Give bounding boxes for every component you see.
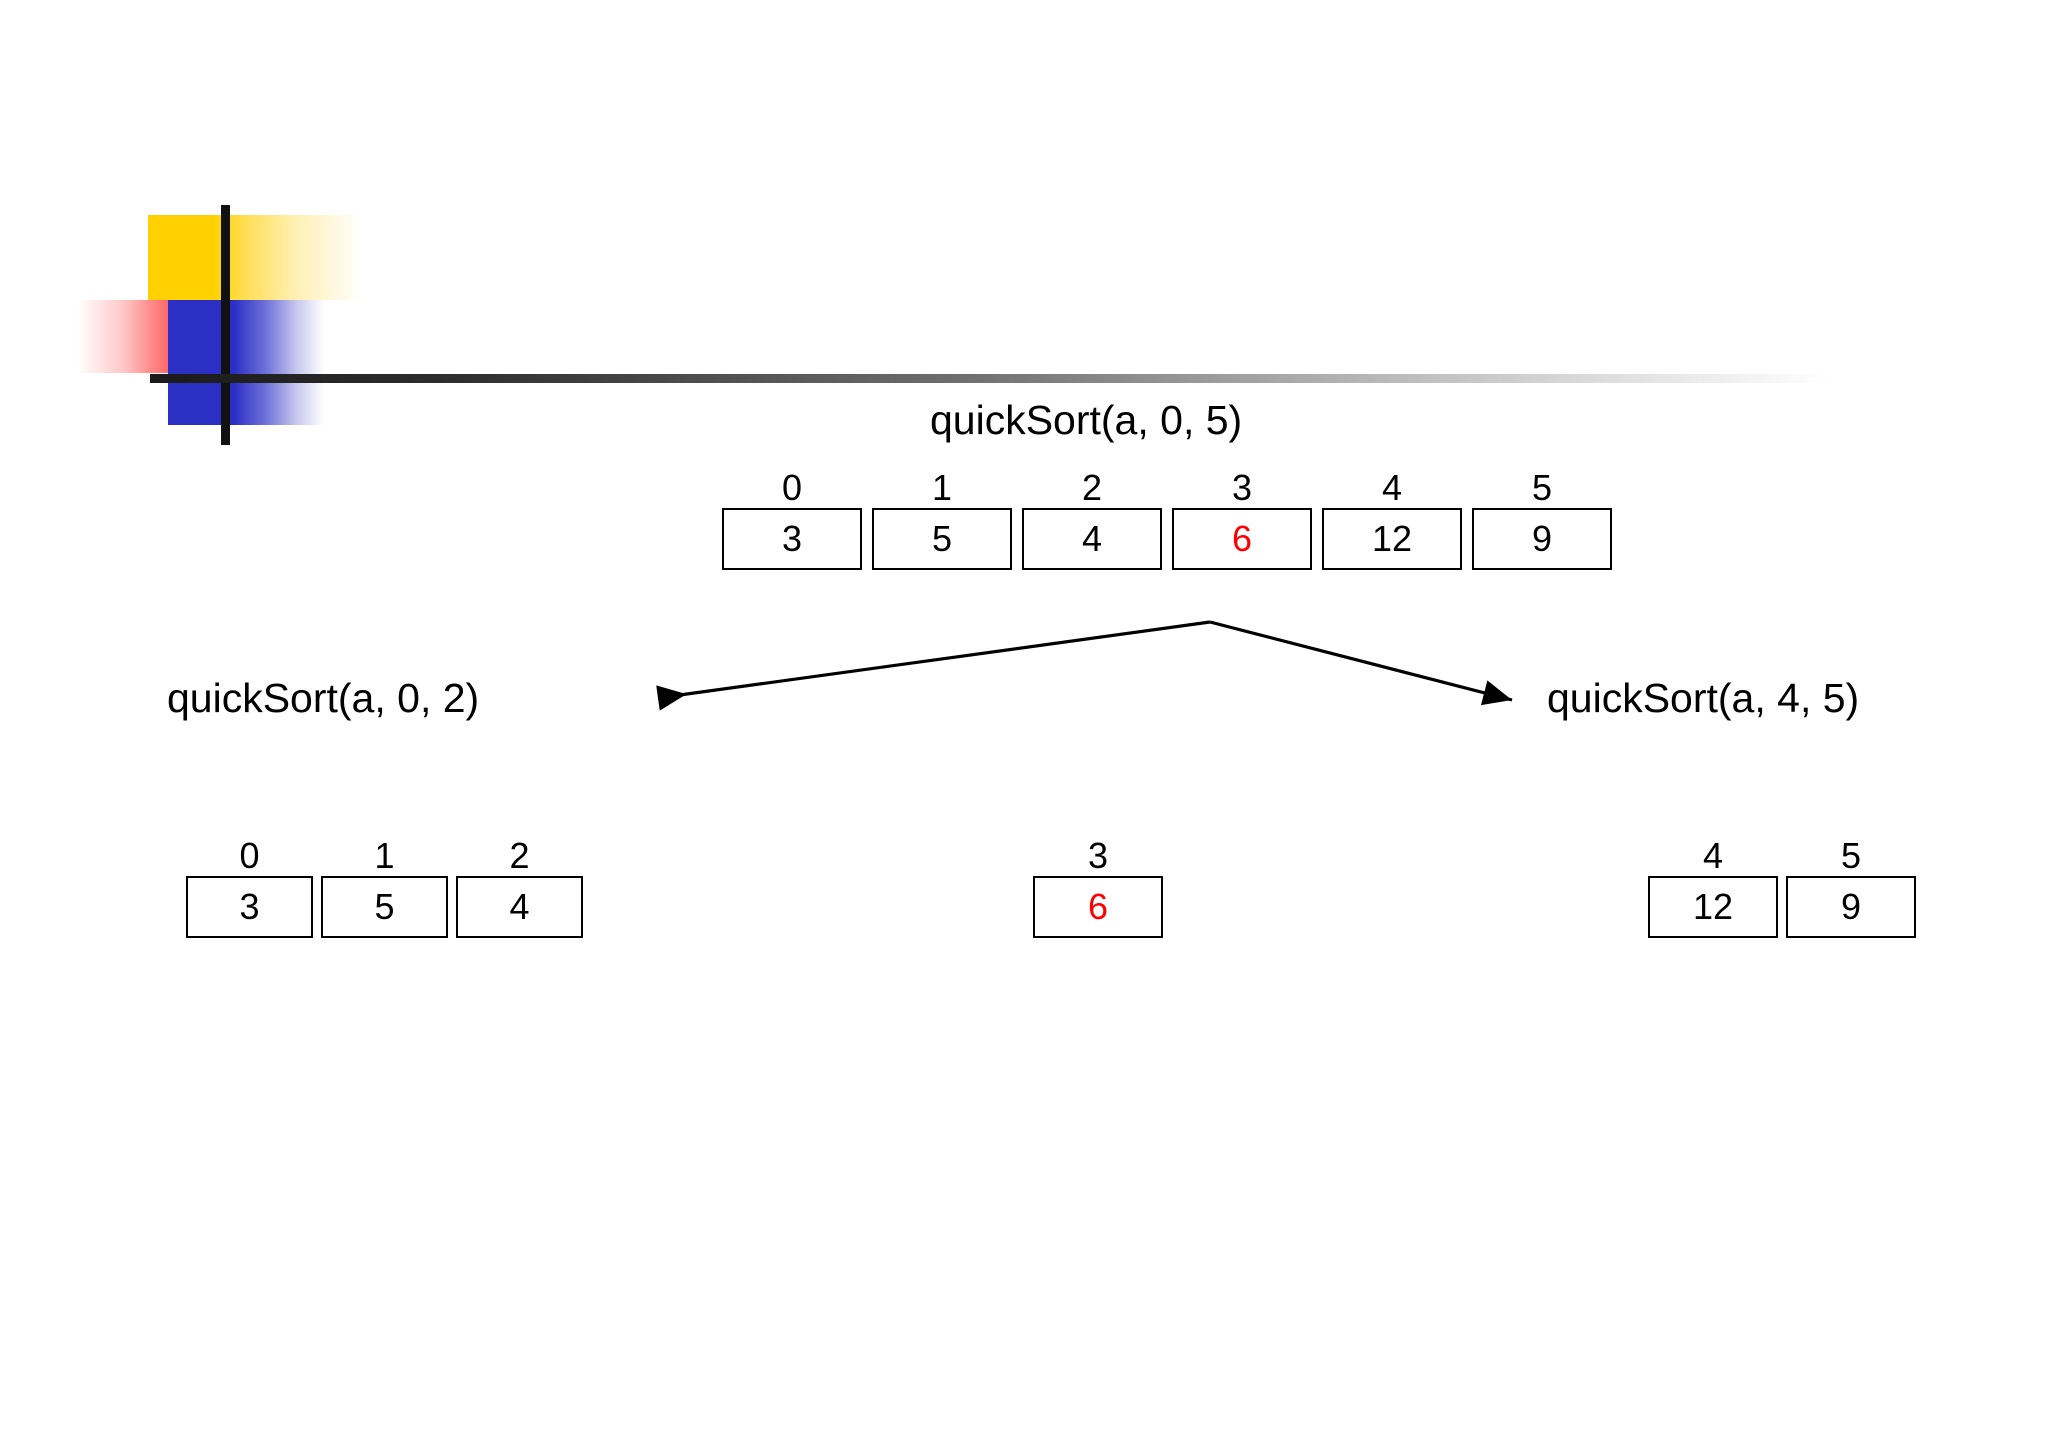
logo-red-gradient [78,300,208,373]
root-call-label: quickSort(a, 0, 5) [930,397,1243,443]
array-cell-value: 9 [1472,508,1612,570]
array-cell-index: 5 [1531,467,1553,508]
logo-yellow-gradient [213,215,363,300]
array-cell-value: 3 [186,876,313,938]
logo-horizontal-rule [150,374,1830,383]
array-cell-value: 12 [1322,508,1462,570]
array-cell-index: 1 [374,835,395,876]
logo-blue-gradient [234,300,324,425]
array-cell-index: 0 [239,835,260,876]
array-cell-value: 9 [1786,876,1916,938]
array-cell-value: 12 [1648,876,1778,938]
arrow-to-left-subcall [656,620,1211,711]
branch-arrows [600,600,1580,730]
array-cell-value: 4 [1022,508,1162,570]
logo-vertical-bar-icon [221,205,230,445]
array-cell-value: 4 [456,876,583,938]
array-cell-index: 2 [509,835,530,876]
array-cell-value: 3 [722,508,862,570]
array-cell-index: 0 [781,467,803,508]
array-cell-index: 4 [1381,467,1403,508]
array-cell-index: 5 [1840,835,1862,876]
logo-yellow-square [148,215,213,300]
array-cell-value-pivot: 6 [1033,876,1163,938]
array-cell-index: 3 [1087,835,1109,876]
left-call-label: quickSort(a, 0, 2) [167,675,480,721]
right-call-label: quickSort(a, 4, 5) [1547,675,1860,721]
array-cell-value-pivot: 6 [1172,508,1312,570]
array-cell-value: 5 [321,876,448,938]
array-cell-value: 5 [872,508,1012,570]
array-cell-index: 3 [1231,467,1253,508]
array-cell-index: 1 [931,467,953,508]
logo-blue-square [168,300,234,425]
array-cell-index: 2 [1081,467,1103,508]
decorative-corner-logo [0,0,2048,445]
arrow-to-right-subcall [1209,620,1513,706]
array-cell-index: 4 [1702,835,1724,876]
